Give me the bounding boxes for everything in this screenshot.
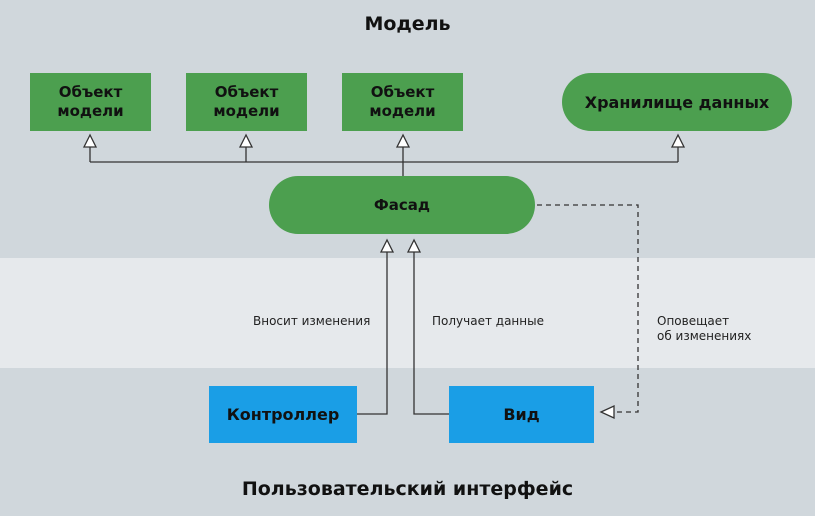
ui-layer-band bbox=[0, 368, 815, 516]
edge-view-to-facade bbox=[413, 252, 449, 415]
arrowhead-object-1 bbox=[82, 133, 98, 148]
controller-node: Контроллер bbox=[209, 386, 357, 443]
edge-facade-notifies-view bbox=[537, 204, 639, 413]
arrowhead-controller-facade bbox=[379, 238, 395, 253]
arrowhead-object-2 bbox=[238, 133, 254, 148]
model-layer-title: Модель bbox=[364, 13, 451, 35]
model-object-1: Объект модели bbox=[30, 73, 151, 131]
ui-layer-title: Пользовательский интерфейс bbox=[241, 478, 574, 500]
label-notifies: Оповещает об изменениях bbox=[657, 314, 752, 343]
arrowhead-data-store bbox=[670, 133, 686, 148]
arrowhead-notify-view bbox=[599, 404, 615, 420]
facade-node: Фасад bbox=[269, 176, 535, 234]
view-node: Вид bbox=[449, 386, 594, 443]
data-store-node: Хранилище данных bbox=[562, 73, 792, 131]
arrowhead-view-facade bbox=[406, 238, 422, 253]
arrowhead-object-3 bbox=[395, 133, 411, 148]
label-makes-changes: Вносит изменения bbox=[253, 314, 371, 328]
edge-controller-to-facade bbox=[357, 252, 388, 415]
model-object-3: Объект модели bbox=[342, 73, 463, 131]
label-gets-data: Получает данные bbox=[432, 314, 544, 328]
interaction-layer-band bbox=[0, 258, 815, 368]
model-object-2: Объект модели bbox=[186, 73, 307, 131]
